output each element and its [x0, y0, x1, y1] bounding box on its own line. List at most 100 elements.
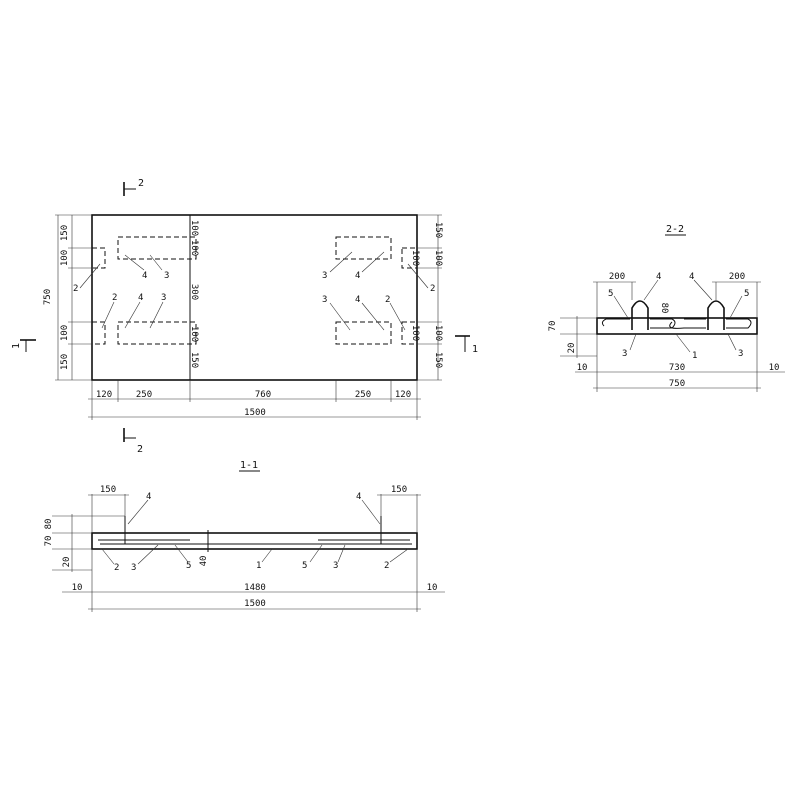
dim-right-150-bottom: 150 — [433, 352, 443, 368]
callout-2-2-1: 1 — [692, 351, 697, 361]
callout-2-ul: 2 — [73, 284, 78, 294]
callout-1-1-2a: 2 — [114, 563, 119, 573]
dim-mid-100-c: 100 — [189, 326, 199, 342]
dim-bottom-760: 760 — [255, 390, 271, 400]
dim-1-1-10-right: 10 — [427, 583, 438, 593]
dim-right-100-top: 100 — [433, 250, 443, 266]
dim-1-1-10-left: 10 — [72, 583, 83, 593]
embed-lr-short — [401, 321, 418, 345]
embed-ur-long — [335, 236, 392, 260]
dim-2-2-10-right: 10 — [769, 363, 780, 373]
dim-1-1-1480: 1480 — [244, 583, 266, 593]
dim-bottom-120-right: 120 — [395, 390, 411, 400]
callout-2-2-3b: 3 — [738, 349, 743, 359]
callout-2-2-5a: 5 — [608, 289, 613, 299]
dim-2-2-10-left: 10 — [577, 363, 588, 373]
section-1-1-view: 1-1 150 150 4 4 80 70 20 40 2 — [44, 460, 445, 612]
callout-3-lr: 3 — [322, 295, 327, 305]
callout-4-lr: 4 — [355, 295, 360, 305]
callout-2-2-3a: 3 — [622, 349, 627, 359]
callout-1-1-2b: 2 — [384, 561, 389, 571]
dim-2-2-20: 20 — [567, 343, 577, 354]
dim-2-2-200-left: 200 — [609, 272, 625, 282]
section-cut-1-left: 1 — [11, 339, 36, 352]
dim-r-inner-100-bottom: 100 — [410, 325, 420, 341]
section-2-2-title: 2-2 — [666, 224, 684, 235]
slab-outline — [91, 214, 418, 381]
embed-ll-long — [117, 321, 197, 345]
callout-3-ul: 3 — [164, 271, 169, 281]
dim-mid-150: 150 — [189, 352, 199, 368]
dim-mid-300: 300 — [189, 284, 199, 300]
embed-ll-short — [91, 321, 106, 345]
section-cut-1-right: 1 — [455, 335, 478, 355]
dim-2-2-70: 70 — [548, 321, 558, 332]
callout-1-1-4a: 4 — [146, 492, 151, 502]
callout-1-1-1: 1 — [256, 561, 261, 571]
dim-left-150-bottom: 150 — [60, 354, 70, 370]
section-cut-2-bottom: 2 — [123, 428, 143, 455]
bar-middle — [669, 321, 706, 329]
dim-mid-100-b: 100 — [189, 240, 199, 256]
callout-1-1-5a: 5 — [186, 561, 191, 571]
dim-2-2-730: 730 — [669, 363, 685, 373]
dim-1-1-70: 70 — [44, 536, 54, 547]
dim-bottom-120-left: 120 — [96, 390, 112, 400]
dim-left-150-top: 150 — [60, 225, 70, 241]
callout-1-1-3a: 3 — [131, 563, 136, 573]
callout-2-ur: 2 — [430, 284, 435, 294]
embed-ur-short — [401, 247, 418, 269]
lifting-loop-left — [631, 300, 649, 330]
callout-2-2-4a: 4 — [656, 272, 661, 282]
callout-4-ll: 4 — [138, 293, 143, 303]
callout-1-1-4b: 4 — [356, 492, 361, 502]
svg-text:1: 1 — [11, 343, 22, 349]
dim-right-150-top: 150 — [433, 222, 443, 238]
dim-1-1-40: 40 — [199, 556, 209, 567]
dim-right-100-bottom: 100 — [433, 325, 443, 341]
dim-bottom-1500: 1500 — [244, 408, 266, 418]
dim-2-2-200-right: 200 — [729, 272, 745, 282]
callout-1-1-3b: 3 — [333, 561, 338, 571]
dim-bottom-250-right: 250 — [355, 390, 371, 400]
section-1-1-slab — [91, 532, 418, 550]
svg-text:1: 1 — [472, 344, 478, 355]
callout-2-2-4b: 4 — [689, 272, 694, 282]
svg-text:2: 2 — [137, 444, 143, 455]
bar-right — [684, 318, 752, 329]
callout-4-ul: 4 — [142, 271, 147, 281]
section-1-1-title: 1-1 — [240, 460, 258, 471]
svg-text:2: 2 — [138, 178, 144, 189]
callout-1-1-5b: 5 — [302, 561, 307, 571]
dim-1-1-20: 20 — [62, 557, 72, 568]
dim-mid-100-top: 100 — [189, 220, 199, 236]
embed-ul-long — [117, 236, 197, 260]
section-cut-2-top: 2 — [123, 178, 144, 196]
dim-r-inner-100-top: 100 — [410, 250, 420, 266]
callout-2-2-5b: 5 — [744, 289, 749, 299]
callout-2-ll: 2 — [112, 293, 117, 303]
callout-3-ll: 3 — [161, 293, 166, 303]
dim-bottom-250-left: 250 — [136, 390, 152, 400]
section-2-2-view: 2-2 200 200 4 4 5 5 80 70 20 — [548, 224, 785, 392]
bar-left — [601, 318, 676, 329]
dim-2-2-750: 750 — [669, 379, 685, 389]
callout-3-ur: 3 — [322, 271, 327, 281]
dim-left-750: 750 — [43, 289, 53, 305]
embed-ul-short — [91, 247, 106, 269]
callout-4-ur: 4 — [355, 271, 360, 281]
dim-left-100-bottom: 100 — [60, 325, 70, 341]
dim-2-2-80: 80 — [659, 303, 669, 314]
dim-1-1-1500: 1500 — [244, 599, 266, 609]
section-2-2-slab — [596, 317, 758, 335]
plan-view: 150 100 750 100 150 100 100 300 100 150 … — [11, 178, 478, 455]
dim-1-1-150-right: 150 — [391, 485, 407, 495]
dim-1-1-80: 80 — [44, 519, 54, 530]
lifting-loop-right — [707, 300, 725, 330]
callout-2-lr: 2 — [385, 295, 390, 305]
dim-left-100-top: 100 — [60, 250, 70, 266]
dim-1-1-150-left: 150 — [100, 485, 116, 495]
embed-lr-long — [335, 321, 392, 345]
